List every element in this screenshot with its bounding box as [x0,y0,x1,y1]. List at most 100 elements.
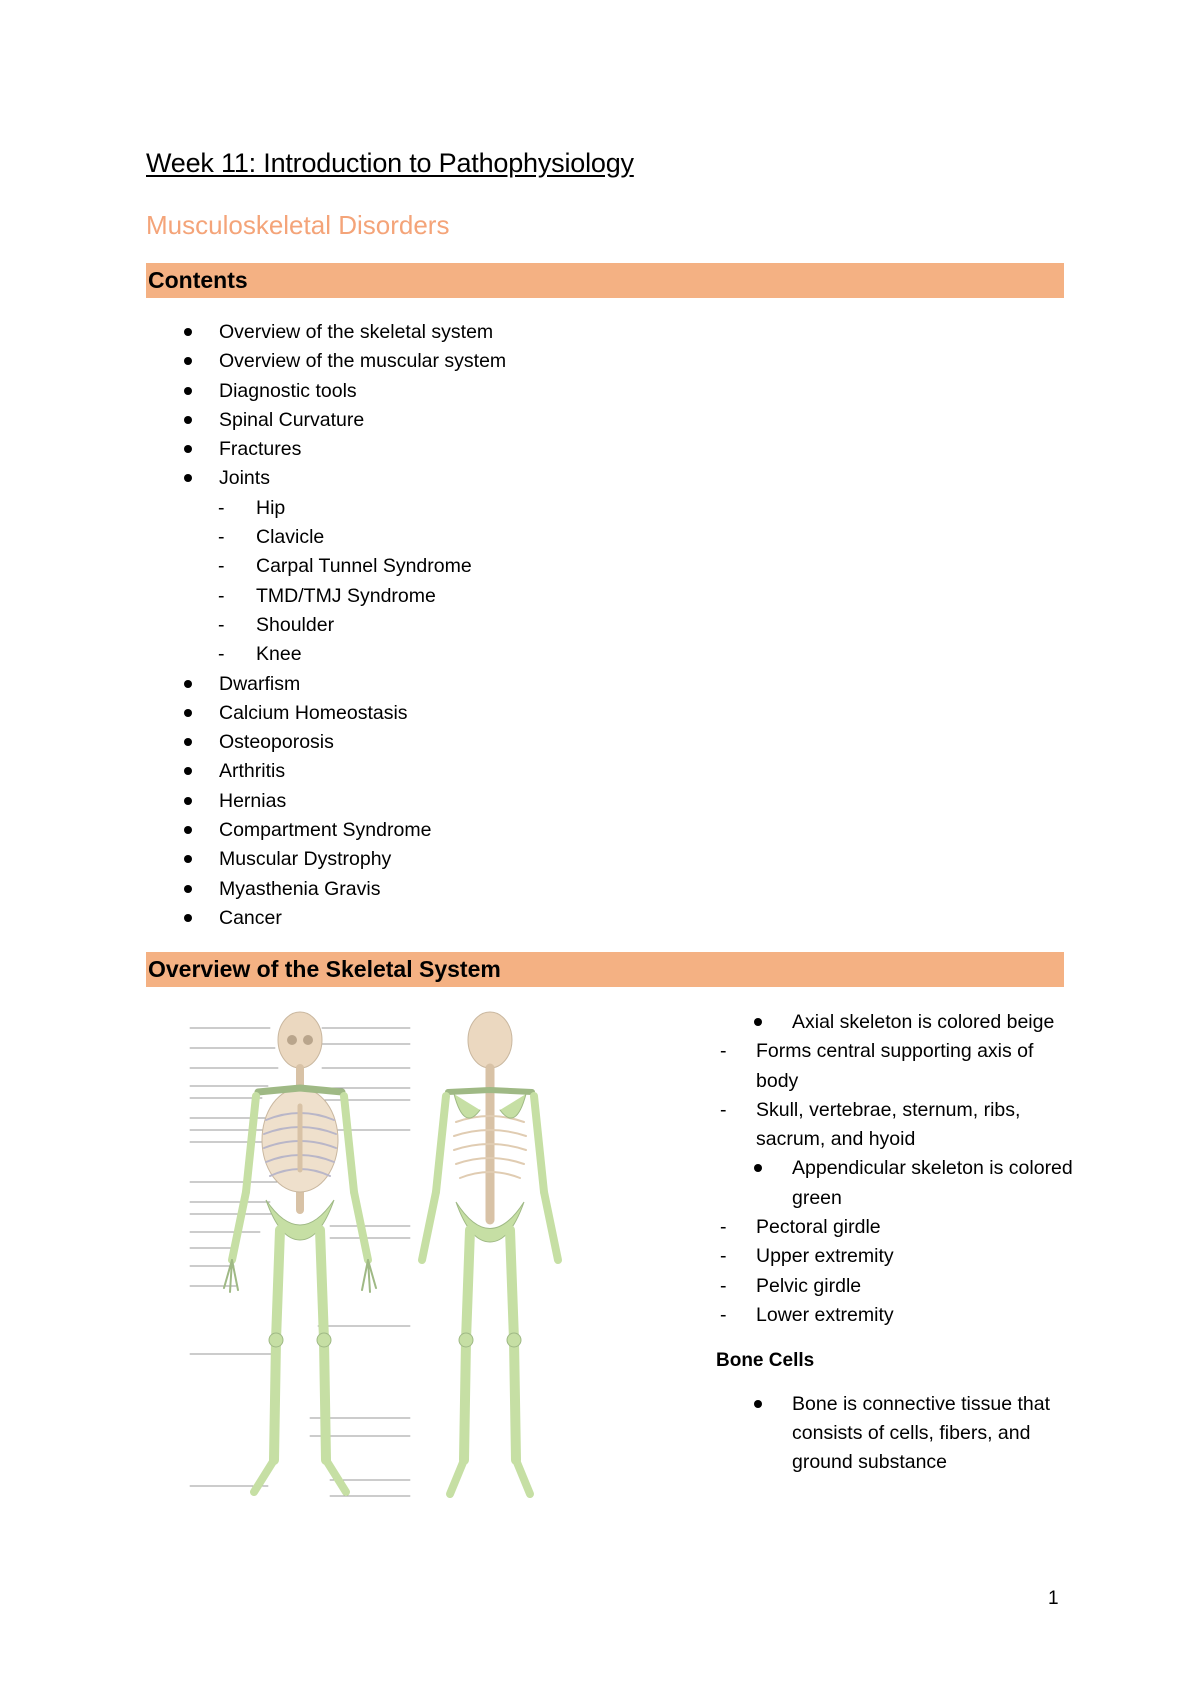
bullet-icon [184,445,192,454]
page-number: 1 [1048,1588,1059,1609]
dash-marker: - [720,1216,727,1239]
contents-subitem: - Clavicle [146,523,846,552]
note-text: Pelvic girdle [756,1274,862,1297]
bullet-icon [754,1018,762,1026]
contents-item: Spinal Curvature [146,406,846,435]
dash-marker: - [720,1303,727,1326]
contents-item-label: Arthritis [219,760,286,783]
contents-item: Myasthenia Gravis [146,875,846,904]
dash-marker: - [218,555,225,578]
contents-item-label: Shoulder [256,613,335,636]
bullet-icon [184,855,192,864]
bone-cells-list: Bone is connective tissue that consists … [716,1390,1076,1478]
page-title: Week 11: Introduction to Pathophysiology [146,148,634,178]
note-bullet-item: Axial skeleton is colored beige [716,1008,1076,1037]
dash-marker: - [218,496,225,519]
note-dash-item: - Lower extremity [716,1301,1076,1330]
note-text: Pectoral girdle [756,1216,881,1239]
skeletal-notes-list: Axial skeleton is colored beige - Forms ce… [716,1008,1076,1330]
dash-marker: - [720,1274,727,1297]
bullet-icon [184,708,192,717]
bullet-icon [184,679,192,688]
label-leader-lines [189,1027,411,1497]
note-dash-item: - Pectoral girdle [716,1213,1076,1242]
dash-marker: - [218,613,225,636]
contents-item: Calcium Homeostasis [146,699,846,728]
note-dash-item: - Skull, vertebrae, sternum, ribs, sacrum… [716,1096,1076,1155]
note-text: Forms central supporting axis of body [756,1040,1034,1092]
dash-marker: - [218,584,225,607]
bullet-icon [754,1399,762,1408]
contents-item-label: Joints [219,467,270,490]
contents-item-label: Fractures [219,438,302,461]
note-text: Upper extremity [756,1245,894,1268]
contents-item-label: Clavicle [256,526,325,549]
contents-item-label: Hip [256,496,286,519]
contents-item-label: Spinal Curvature [219,408,365,431]
bullet-icon [184,474,192,483]
bullet-icon [184,738,192,747]
contents-item-label: Hernias [219,789,287,812]
contents-item-label: Myasthenia Gravis [219,877,381,900]
page-subtitle: Musculoskeletal Disorders [146,210,450,240]
skeleton-diagram [189,1011,562,1498]
contents-heading: Contents [146,263,1064,298]
contents-subitem: - TMD/TMJ Syndrome [146,582,846,611]
contents-item-label: Carpal Tunnel Syndrome [256,555,472,578]
posterior-skeleton [418,1011,562,1498]
contents-item: Joints [146,464,846,493]
contents-item: Compartment Syndrome [146,816,846,845]
note-text: Skull, vertebrae, sternum, ribs, sacrum,… [756,1098,1021,1151]
contents-item: Fractures [146,435,846,464]
contents-item: Cancer [146,904,846,933]
dash-marker: - [720,1040,727,1063]
note-dash-item: - Forms central supporting axis of body [716,1037,1076,1096]
bullet-icon [754,1164,762,1173]
contents-item: Overview of the skeletal system [146,318,846,347]
contents-item: Overview of the muscular system [146,347,846,376]
dash-marker: - [218,526,225,549]
bullet-icon [184,913,192,922]
bullet-icon [184,884,192,893]
contents-item-label: TMD/TMJ Syndrome [256,584,436,607]
note-bullet-item: Bone is connective tissue that consists … [716,1390,1076,1478]
note-text: Appendicular skeleton is colored green [792,1157,1073,1209]
contents-item: Hernias [146,787,846,816]
bullet-icon [184,767,192,776]
contents-item-label: Overview of the muscular system [219,350,507,373]
note-text: Lower extremity [756,1303,894,1326]
bone-cells-heading: Bone Cells [716,1350,815,1372]
note-bullet-item: Appendicular skeleton is colored green [716,1154,1076,1213]
contents-item-label: Knee [256,643,302,666]
bullet-icon [184,357,192,366]
bullet-icon [184,796,192,805]
contents-item-label: Osteoporosis [219,731,334,754]
contents-item: Muscular Dystrophy [146,845,846,874]
note-dash-item: - Upper extremity [716,1242,1076,1271]
contents-item-label: Cancer [219,906,282,929]
contents-item: Osteoporosis [146,728,846,757]
contents-subitem: - Hip [146,494,846,523]
dash-marker: - [720,1245,727,1268]
contents-item-label: Dwarfism [219,672,301,695]
bullet-icon [184,386,192,395]
contents-item-label: Diagnostic tools [219,379,357,402]
bullet-icon [184,415,192,424]
skeletal-section-heading: Overview of the Skeletal System [146,952,1064,987]
dash-marker: - [720,1098,727,1121]
contents-item-label: Overview of the skeletal system [219,321,494,343]
note-text: Axial skeleton is colored beige [792,1011,1055,1033]
contents-item: Arthritis [146,757,846,786]
contents-subitem: - Knee [146,640,846,669]
anterior-skeleton [189,1011,411,1497]
contents-item: Diagnostic tools [146,377,846,406]
contents-item-label: Calcium Homeostasis [219,701,408,724]
dash-marker: - [218,643,225,666]
contents-subitem: - Shoulder [146,611,846,640]
contents-item-label: Muscular Dystrophy [219,848,392,871]
contents-item: Dwarfism [146,670,846,699]
bullet-icon [184,826,192,835]
note-text: Bone is connective tissue that consists … [792,1392,1050,1474]
